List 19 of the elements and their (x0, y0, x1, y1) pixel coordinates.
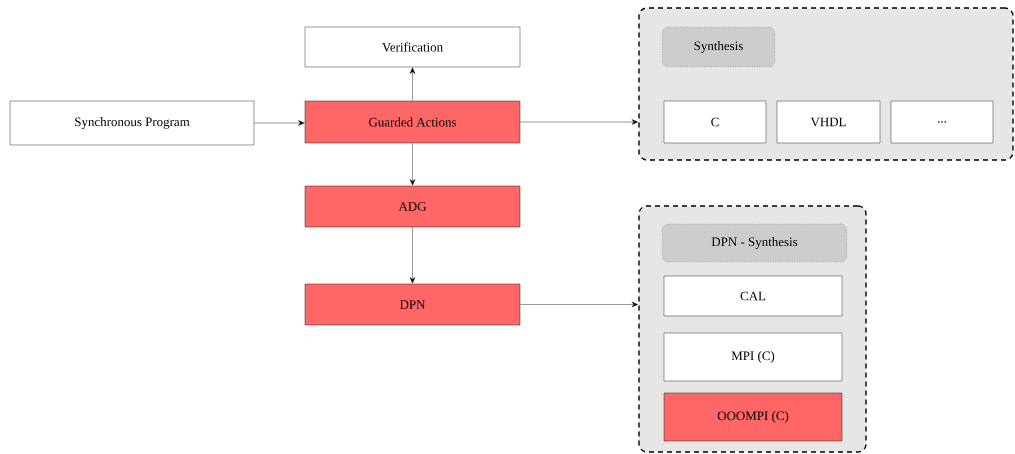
process-box: CAL (663, 275, 843, 317)
process-box: OOOMPI (C) (663, 392, 843, 442)
arrow (409, 227, 416, 284)
process-box: C (663, 100, 767, 144)
heading-tag: DPN - Synthesis (661, 223, 848, 263)
process-box: ADG (304, 185, 521, 228)
arrow (409, 143, 416, 186)
process-box: VHDL (776, 100, 881, 144)
arrow (520, 119, 638, 125)
arrow (254, 120, 305, 126)
arrow (409, 67, 416, 101)
heading-tag: Synthesis (661, 26, 776, 68)
process-box: DPN (304, 283, 521, 326)
process-box: Synchronous Program (9, 100, 255, 146)
process-box: Verification (304, 26, 521, 68)
arrow (520, 301, 638, 308)
process-box: ... (890, 100, 994, 144)
process-box: MPI (C) (663, 332, 843, 382)
process-box: Guarded Actions (304, 100, 521, 144)
